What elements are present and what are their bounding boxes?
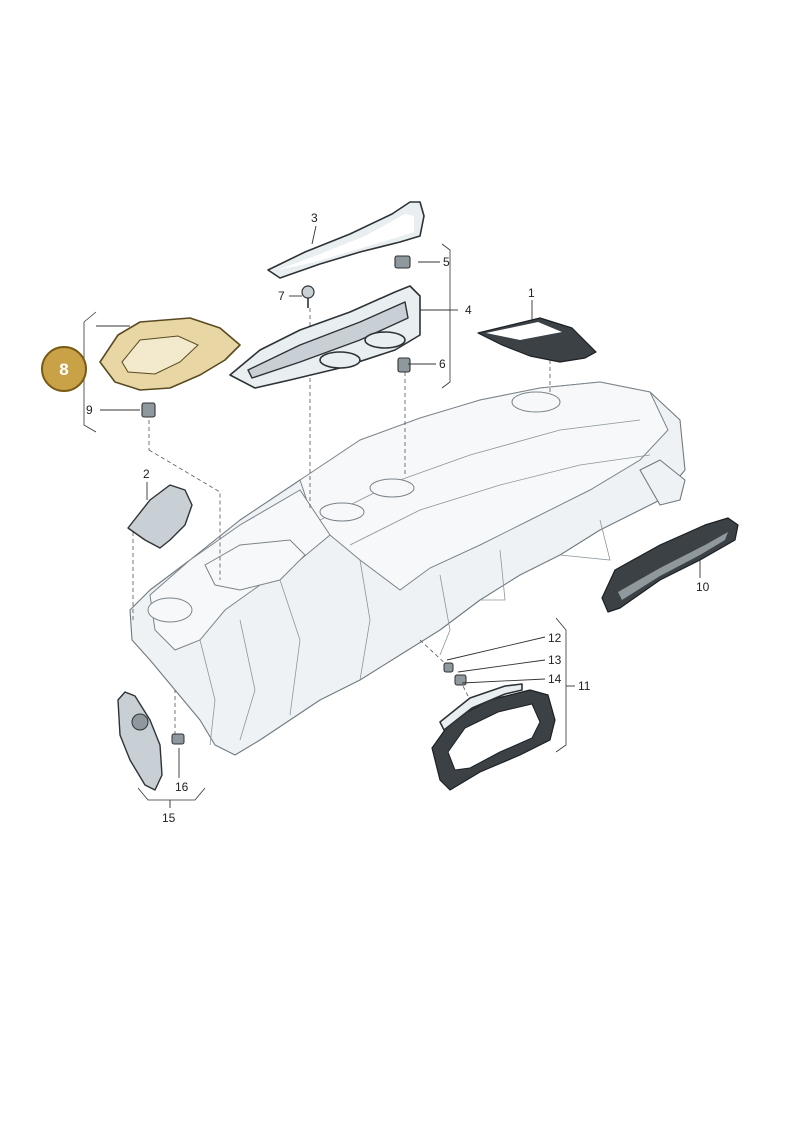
callout-13: 13 (548, 653, 562, 667)
callout-10: 10 (696, 580, 710, 594)
part-3-trim-strip-face (278, 214, 414, 270)
part-2-side-trim (127, 484, 193, 549)
part-1-tray-cover-top (486, 322, 562, 340)
callout-14: 14 (548, 672, 562, 686)
callout-6: 6 (439, 357, 446, 371)
leader-lines (83, 225, 701, 808)
part-11-cluster-frame (431, 683, 556, 791)
part-15-end-cover (117, 691, 163, 791)
highlight-badge-circle[interactable] (41, 346, 87, 392)
part-11-cluster-visor (439, 683, 523, 731)
highlight-badge-label: 8 (59, 360, 68, 379)
part-10-vent-strip (601, 517, 739, 613)
callout-11: 11 (578, 679, 591, 693)
callout-5: 5 (443, 255, 450, 269)
part-4-defroster-panel (229, 285, 421, 389)
part-7-screw (301, 285, 315, 308)
callout-16: 16 (175, 780, 189, 794)
part-8-cover-inner (121, 335, 199, 375)
callout-7: 7 (278, 289, 285, 303)
part-6-clip (397, 357, 411, 373)
part-9-clip (141, 402, 156, 418)
part-13-clip (454, 674, 467, 686)
callout-4: 4 (465, 303, 472, 317)
callout-1: 1 (528, 286, 535, 300)
callout-labels: 1 2 3 4 5 6 7 9 10 11 12 13 14 15 16 (86, 211, 710, 825)
part-16-clip (171, 733, 185, 745)
part-5-clip (394, 255, 411, 269)
dashboard-carrier (129, 381, 686, 756)
callout-15: 15 (162, 811, 176, 825)
callout-12: 12 (548, 631, 562, 645)
part-12-clip (443, 662, 454, 673)
part-15-end-cover-knob (131, 713, 149, 731)
callout-9: 9 (86, 403, 93, 417)
callout-2: 2 (143, 467, 150, 481)
callout-3: 3 (311, 211, 318, 225)
highlight-badge[interactable]: 8 (41, 346, 87, 392)
